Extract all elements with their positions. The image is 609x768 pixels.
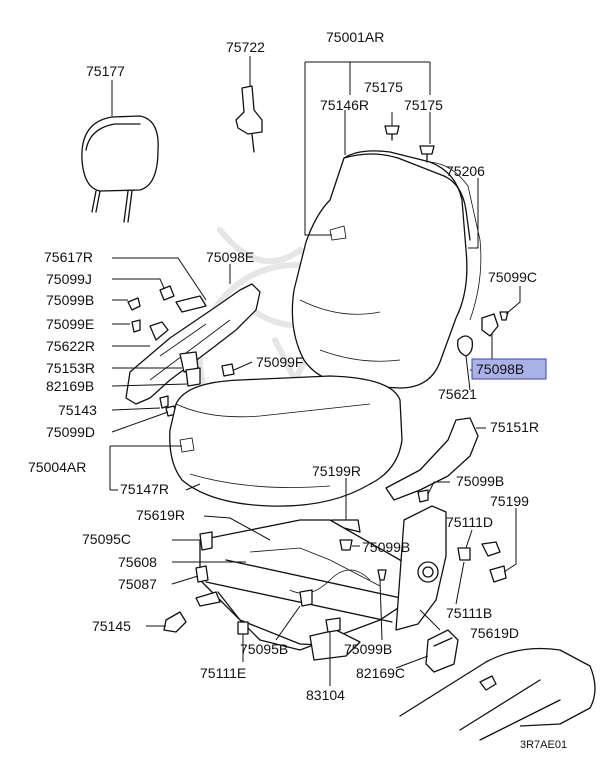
label-75145: 75145 (92, 618, 131, 634)
label-75199: 75199 (490, 493, 529, 509)
seat-cushion-part (169, 375, 403, 507)
label-75099F: 75099F (256, 354, 303, 370)
label-75099B-d: 75099B (344, 641, 392, 657)
seat-frame-part (195, 505, 447, 661)
switch-part (425, 629, 459, 673)
label-75199R: 75199R (312, 463, 361, 479)
label-83104: 83104 (306, 687, 345, 703)
label-75177: 75177 (86, 63, 125, 79)
label-75111D: 75111D (446, 514, 493, 530)
label-75001AR: 75001AR (326, 29, 384, 45)
highlight-box (471, 358, 547, 380)
label-75004AR: 75004AR (28, 459, 86, 475)
label-75147R: 75147R (120, 481, 169, 497)
label-75146R: 75146R (320, 97, 369, 113)
hardware-parts (163, 531, 507, 635)
console-part (399, 647, 596, 741)
label-75151R: 75151R (490, 419, 539, 435)
side-shield-left-part (125, 283, 261, 417)
label-75098B: 75098B (476, 361, 524, 377)
headrest-part (81, 115, 159, 223)
label-75099B-b: 75099B (456, 473, 504, 489)
label-75608: 75608 (118, 554, 157, 570)
label-75617R: 75617R (44, 249, 93, 265)
label-75206: 75206 (446, 163, 485, 179)
label-75099J: 75099J (46, 271, 92, 287)
label-75087: 75087 (118, 576, 157, 592)
label-82169B: 82169B (46, 378, 94, 394)
label-75111E: 75111E (200, 665, 246, 681)
label-75722: 75722 (226, 39, 265, 55)
label-75099B-c: 75099B (362, 539, 410, 555)
label-75099D: 75099D (46, 424, 95, 440)
side-shield-right-part (385, 417, 479, 503)
recliner-knob-part (481, 313, 499, 337)
label-75098E: 75098E (206, 249, 254, 265)
label-75175-a: 75175 (364, 79, 403, 95)
label-75099E: 75099E (46, 316, 94, 332)
label-75143: 75143 (58, 402, 97, 418)
knob-part (457, 335, 474, 357)
label-75099B-a: 75099B (46, 292, 94, 308)
label-75175-b: 75175 (404, 97, 443, 113)
label-75619D: 75619D (470, 625, 519, 641)
label-75099C: 75099C (488, 269, 537, 285)
label-75095C: 75095C (82, 531, 131, 547)
label-75153R: 75153R (46, 360, 95, 376)
label-75619R: 75619R (136, 507, 185, 523)
headrest-guide-part (235, 85, 263, 153)
label-75622R: 75622R (46, 338, 95, 354)
label-75621: 75621 (438, 386, 477, 402)
leader-lines (109, 56, 521, 686)
diagram-code: 3R7AE01 (520, 739, 567, 751)
headrest-holder-parts (384, 125, 435, 163)
label-75111B: 75111B (446, 605, 492, 621)
part-labels: 75001AR 75722 75177 75175 75146R 75175 7… (28, 29, 567, 751)
seat-back-part (291, 150, 482, 389)
label-75095B: 75095B (240, 641, 288, 657)
label-82169C: 82169C (356, 665, 405, 681)
